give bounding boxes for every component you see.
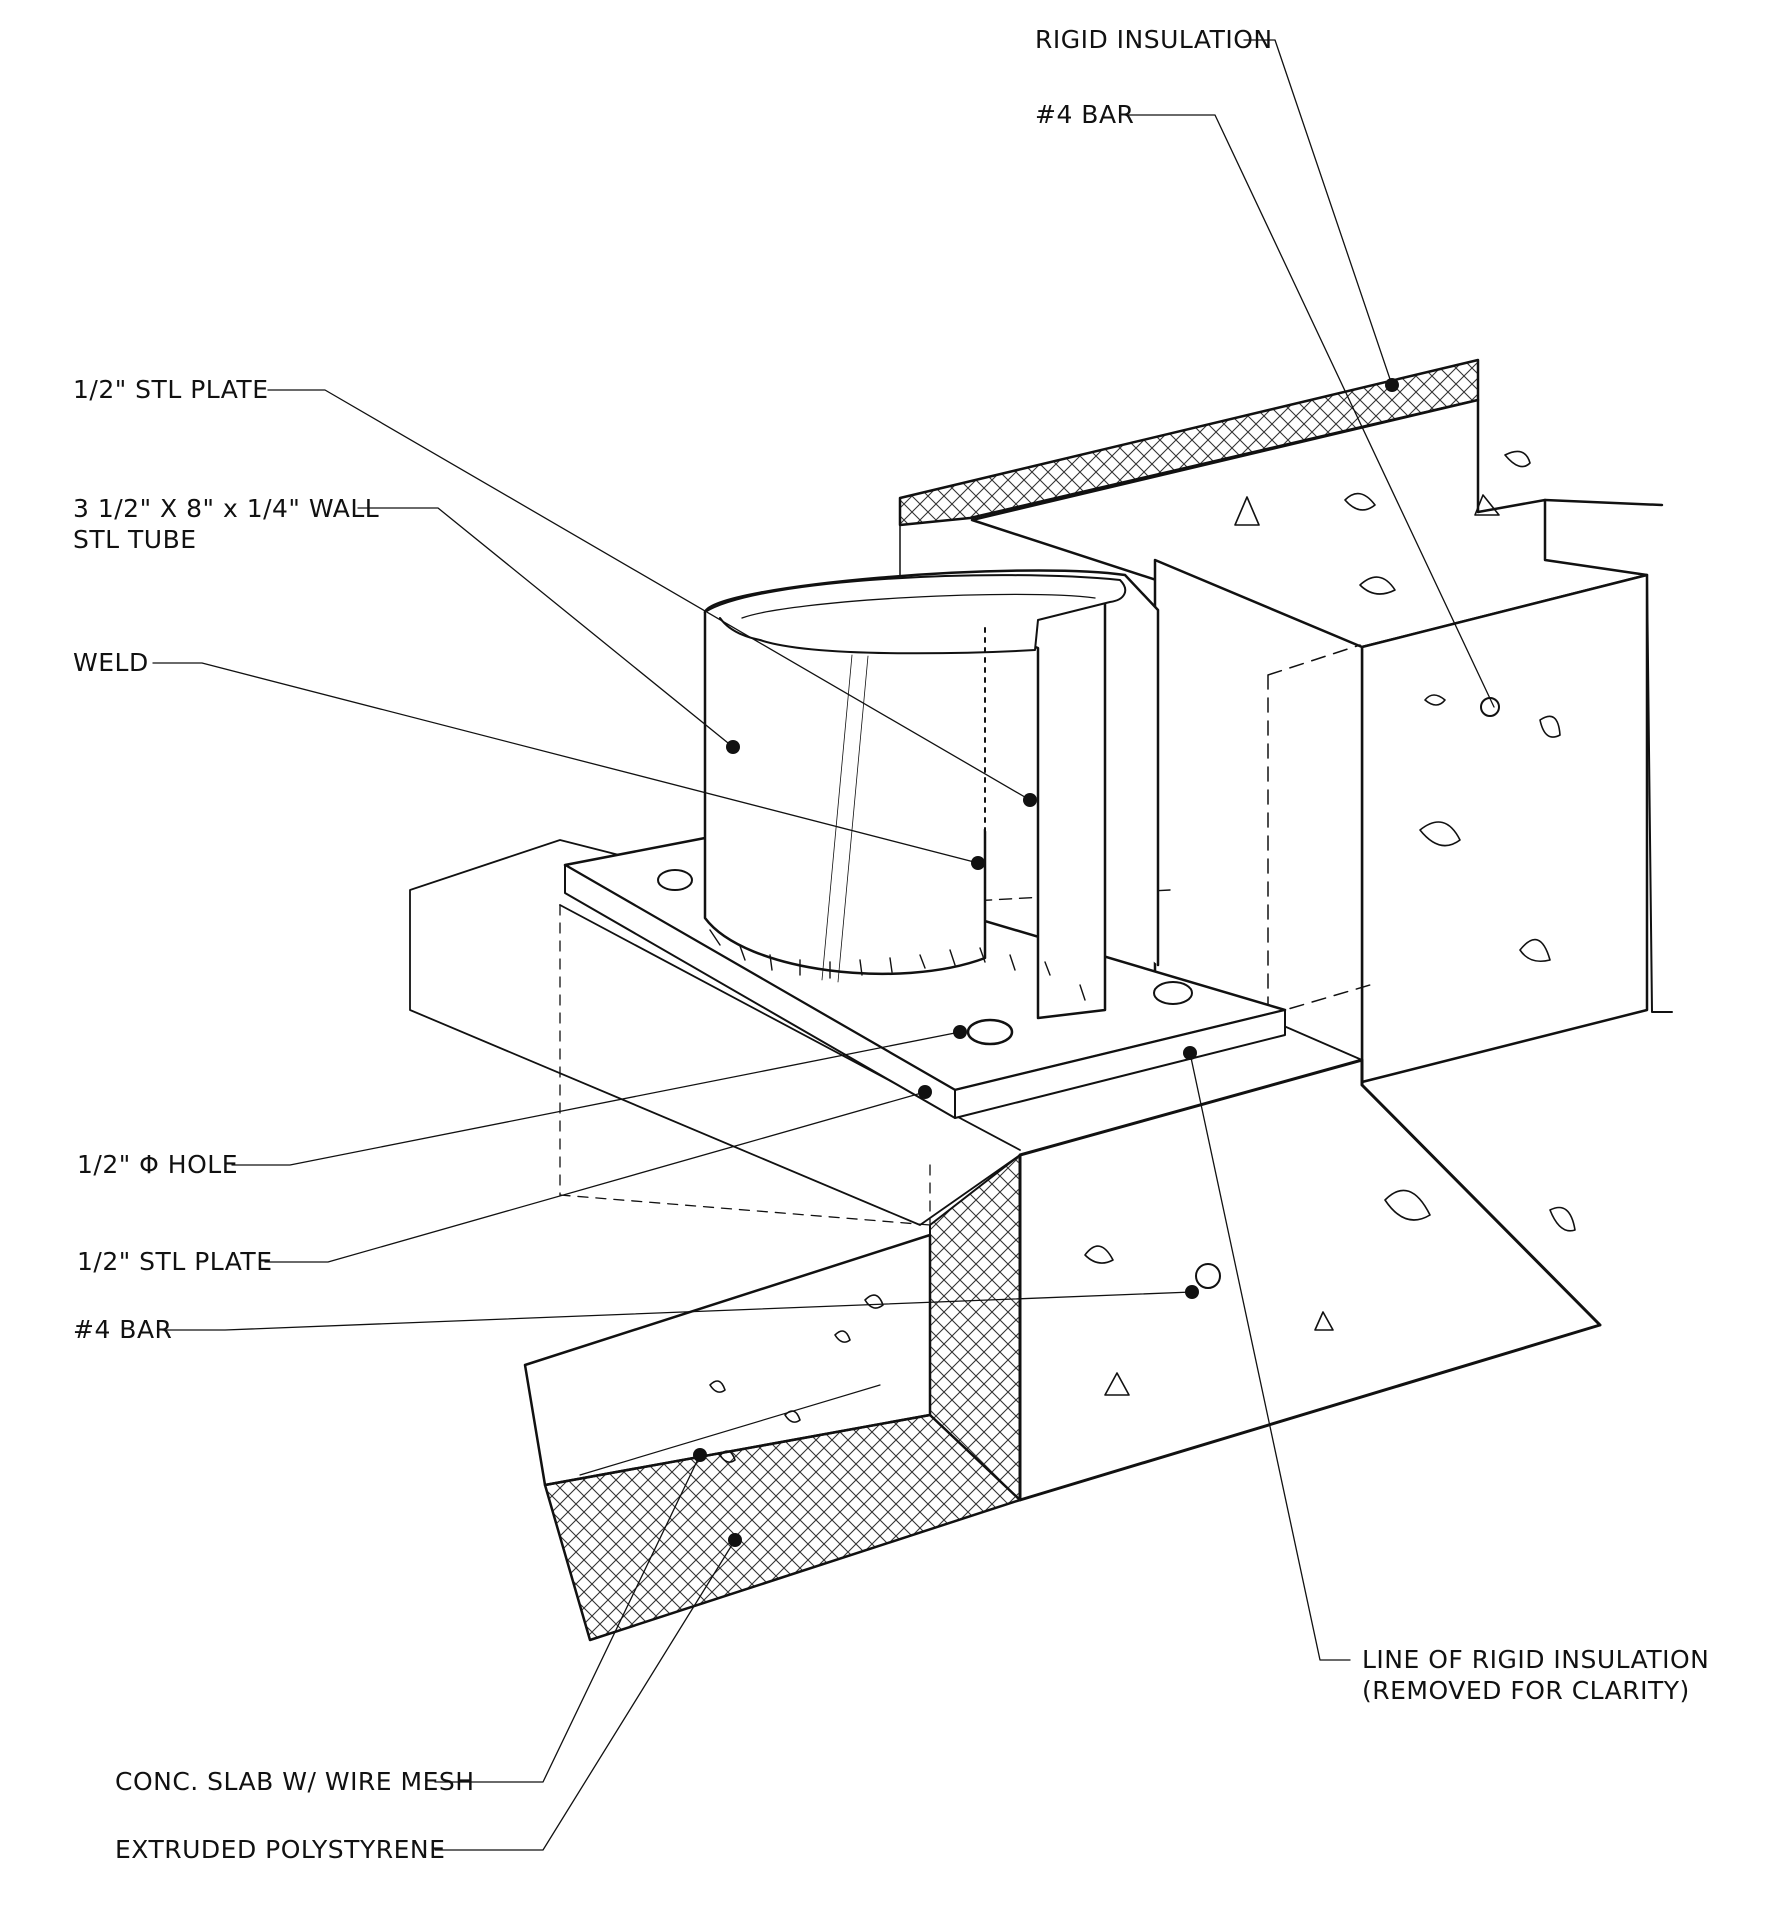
label-steel-plate-top: 1/2" STL PLATE [73, 375, 269, 404]
concrete-aggregate [709, 450, 1576, 1463]
label-hole: 1/2" Φ HOLE [77, 1150, 239, 1179]
label-concrete-slab: CONC. SLAB W/ WIRE MESH [115, 1767, 475, 1796]
label-4-bar-top: #4 BAR [1035, 100, 1135, 129]
extruded-polystyrene [543, 1413, 1022, 1642]
bolt-hole [1153, 981, 1193, 1005]
label-weld: WELD [73, 648, 149, 677]
removed-insulation-line [1154, 644, 1371, 1041]
steel-tube-column [703, 569, 1160, 1020]
bolt-hole [966, 1018, 1014, 1046]
label-extruded-polystyrene: EXTRUDED POLYSTYRENE [115, 1835, 446, 1864]
label-steel-plate-bottom: 1/2" STL PLATE [77, 1247, 273, 1276]
leader-lines [152, 39, 1495, 1851]
label-4-bar-bottom: #4 BAR [73, 1315, 173, 1344]
foundation-wall-front-face [1360, 573, 1649, 1084]
bolt-hole [657, 869, 693, 891]
label-rigid-insulation: RIGID INSULATION [1035, 25, 1273, 54]
label-steel-tube: 3 1/2" X 8" x 1/4" WALL STL TUBE [73, 494, 380, 554]
leader-dots [693, 378, 1399, 1547]
label-line-of-rigid-insulation: LINE OF RIGID INSULATION (REMOVED FOR CL… [1362, 1645, 1710, 1705]
